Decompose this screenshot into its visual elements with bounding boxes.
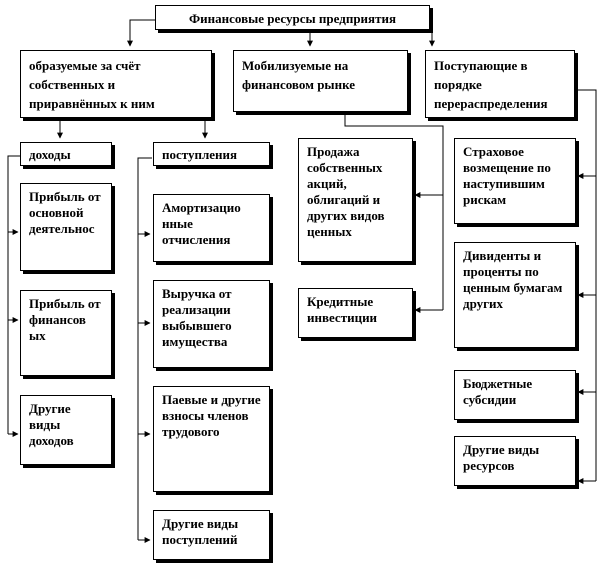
receipts-header-label: поступления xyxy=(162,147,238,162)
income-item-box: Прибыль от основной деятельнос xyxy=(20,183,112,271)
branch-redistribution-box: Поступающие в порядке перераспределения xyxy=(425,50,575,118)
income-item-label: Прибыль от финансов ых xyxy=(29,296,101,343)
receipts-item-box: Другие виды поступлений xyxy=(153,510,270,560)
income-item-label: Прибыль от основной деятельнос xyxy=(29,189,101,236)
income-header-label: доходы xyxy=(29,147,71,162)
market-item-label: Продажа собственных акций, облигаций и д… xyxy=(307,144,385,239)
receipts-header-box: поступления xyxy=(153,142,270,166)
redistribution-item-label: Страховое возмещение по наступившим риск… xyxy=(463,144,551,207)
receipts-item-box: Выручка от реализации выбывшего имуществ… xyxy=(153,280,270,368)
branch-own-label: образуемые за счёт собственных и приравн… xyxy=(29,58,155,111)
income-item-box: Прибыль от финансов ых xyxy=(20,290,112,376)
market-item-box: Продажа собственных акций, облигаций и д… xyxy=(298,138,413,262)
root-label: Финансовые ресурсы предприятия xyxy=(189,11,396,26)
redistribution-item-label: Дивиденты и проценты по ценным бумагам д… xyxy=(463,248,563,311)
receipts-item-label: Паевые и другие взносы членов трудового xyxy=(162,392,261,439)
connector-root-redistribution xyxy=(429,19,435,47)
income-header-box: доходы xyxy=(20,142,112,166)
connector-market-trunk xyxy=(344,112,444,310)
income-item-label: Другие виды доходов xyxy=(29,401,74,448)
redistribution-item-label: Другие виды ресурсов xyxy=(463,442,540,473)
redistribution-item-box: Дивиденты и проценты по ценным бумагам д… xyxy=(454,242,576,348)
connector-redistribution-trunk xyxy=(576,89,597,481)
receipts-item-label: Другие виды поступлений xyxy=(162,516,239,547)
redistribution-item-box: Бюджетные субсидии xyxy=(454,370,576,420)
branch-market-box: Мобилизуемые на финансовом рынке xyxy=(233,50,408,112)
redistribution-item-label: Бюджетные субсидии xyxy=(463,376,533,407)
receipts-item-box: Паевые и другие взносы членов трудового xyxy=(153,386,270,492)
market-item-label: Кредитные инвестиции xyxy=(307,294,378,325)
connector-root-own xyxy=(127,19,155,47)
connector-income-trunk xyxy=(7,155,20,434)
receipts-item-label: Выручка от реализации выбывшего имуществ… xyxy=(162,286,232,349)
income-item-box: Другие виды доходов xyxy=(20,395,112,465)
connector-receipts-trunk xyxy=(137,157,152,540)
market-item-box: Кредитные инвестиции xyxy=(298,288,413,338)
receipts-item-box: Амортизацио нные отчисления xyxy=(153,194,270,262)
redistribution-item-box: Другие виды ресурсов xyxy=(454,436,576,486)
redistribution-item-box: Страховое возмещение по наступившим риск… xyxy=(454,138,576,224)
root-box: Финансовые ресурсы предприятия xyxy=(155,5,430,30)
branch-own-box: образуемые за счёт собственных и приравн… xyxy=(20,50,212,118)
branch-redistribution-label: Поступающие в порядке перераспределения xyxy=(434,58,548,111)
receipts-item-label: Амортизацио нные отчисления xyxy=(162,200,241,247)
branch-market-label: Мобилизуемые на финансовом рынке xyxy=(242,58,356,92)
